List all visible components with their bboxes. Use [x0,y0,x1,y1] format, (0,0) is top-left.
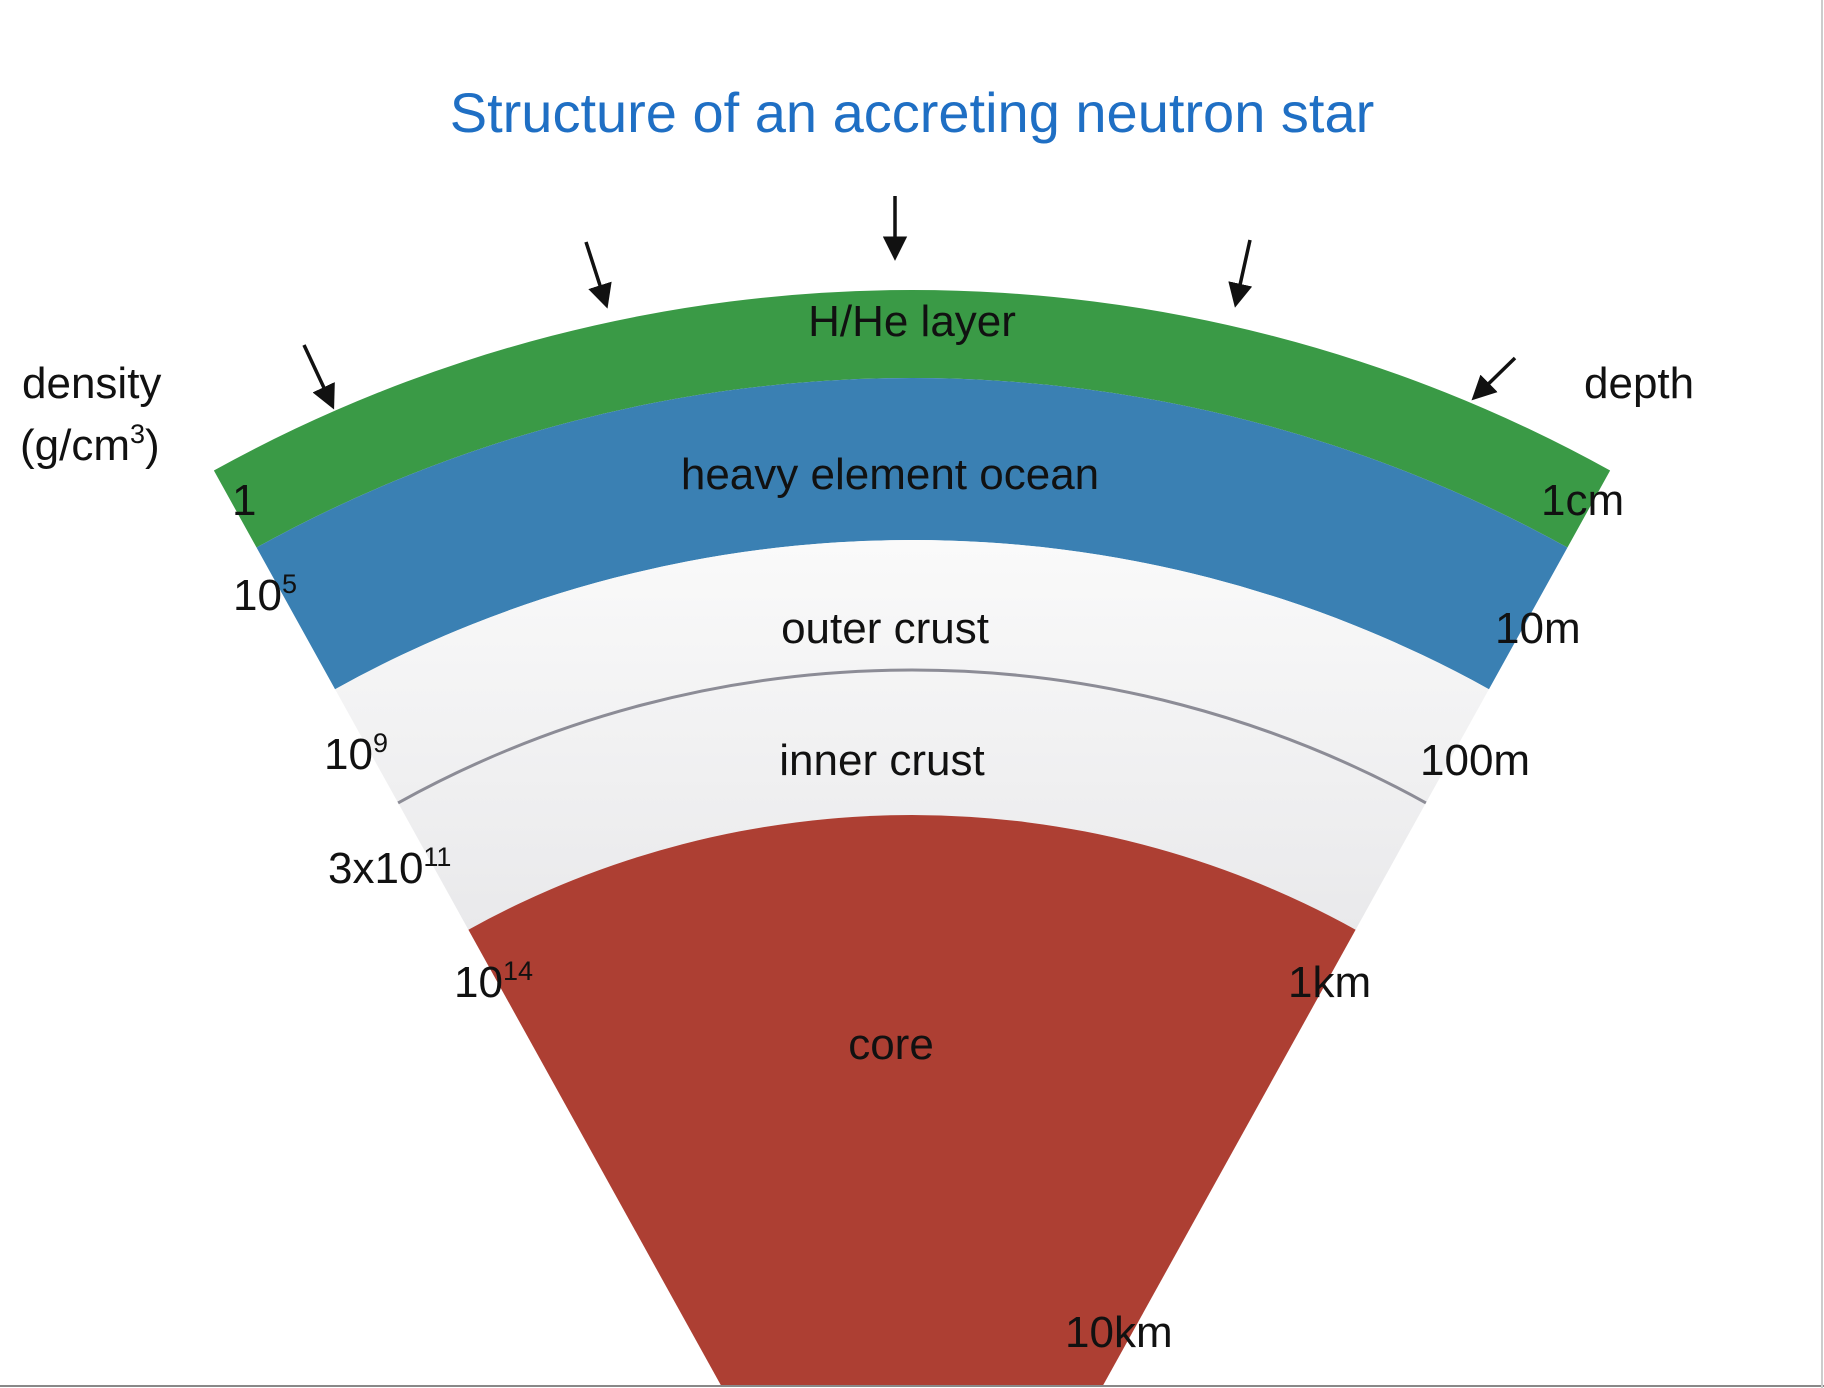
heavy-element-ocean-band [256,377,1568,690]
down-arrow-icon [302,344,335,410]
density-unit-close: ) [145,421,160,470]
depth-tick: 1km [1288,958,1371,1007]
down-arrow-icon [584,241,612,309]
layer-label-hhe: H/He layer [808,297,1016,346]
down-arrow-icon [1228,239,1253,308]
density-tick: 109 [324,728,388,779]
crust-band [335,540,1489,930]
layer-label-outer-crust: outer crust [781,604,989,653]
density-axis-title: density [22,359,161,408]
density-tick: 1 [232,476,256,525]
density-tick: 3x1011 [328,842,451,893]
depth-tick: 10m [1495,604,1581,653]
depth-tick: 1cm [1541,476,1624,525]
accretion-arrows [302,196,1517,410]
density-axis-unit: (g/cm3) [20,419,160,470]
depth-axis-title: depth [1584,359,1694,408]
depth-tick: 10km [1065,1308,1173,1357]
density-tick: 105 [233,569,297,620]
density-unit-exponent: 3 [130,419,145,449]
core-sector [468,815,1356,1386]
outer-inner-crust-boundary [397,668,1427,805]
diagram-title: Structure of an accreting neutron star [450,81,1375,144]
density-unit-text: (g/cm [20,421,130,470]
depth-tick: 100m [1420,736,1530,785]
density-tick: 1014 [454,956,533,1007]
down-arrow-icon [1471,356,1517,401]
layer-label-core: core [848,1020,934,1069]
hhe-layer-band [213,289,1611,548]
layer-label-inner-crust: inner crust [779,736,984,785]
layer-label-ocean: heavy element ocean [681,450,1099,499]
